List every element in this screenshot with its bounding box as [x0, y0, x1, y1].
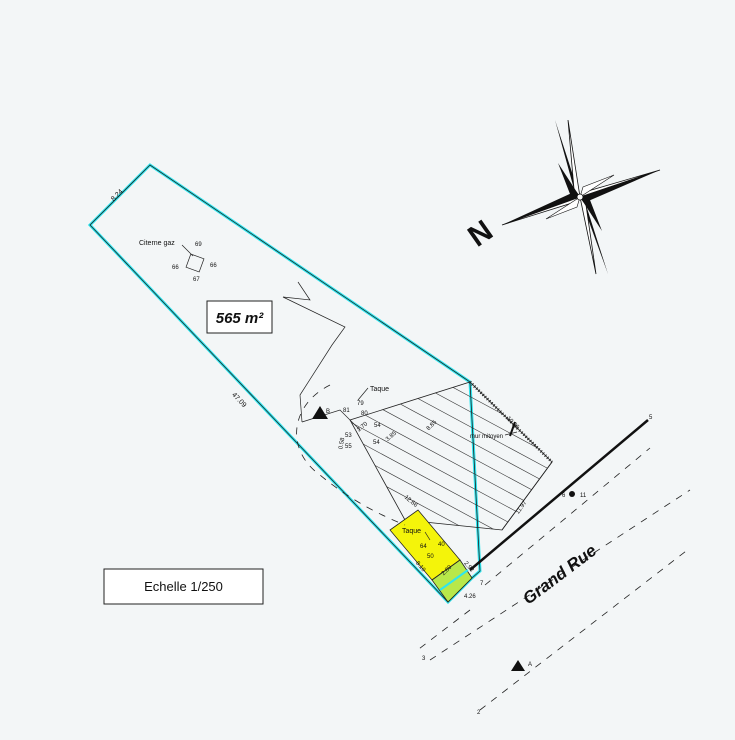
svg-text:2: 2	[477, 710, 481, 716]
scale-box	[103, 568, 264, 605]
svg-text:66: 66	[210, 263, 217, 269]
svg-text:11: 11	[580, 493, 587, 499]
svg-text:12.66: 12.66	[403, 495, 419, 510]
svg-text:67: 67	[193, 277, 200, 283]
point-b-marker: B	[312, 406, 330, 419]
gas-tank: Citerne gaz 69 66 66 67	[139, 240, 217, 283]
svg-text:80: 80	[361, 411, 368, 417]
scale-label: Echelle 1/250	[144, 579, 223, 594]
svg-text:mur mitoyen: mur mitoyen	[470, 434, 503, 440]
svg-text:50: 50	[427, 554, 434, 560]
svg-text:6: 6	[562, 493, 566, 499]
svg-text:64: 64	[420, 544, 427, 550]
svg-text:0.58: 0.58	[338, 437, 346, 450]
dashed-arc	[296, 384, 406, 526]
svg-text:Taque: Taque	[370, 386, 389, 393]
svg-text:55: 55	[345, 444, 352, 450]
svg-text:47.09: 47.09	[230, 392, 247, 410]
point-a-marker: A	[511, 660, 532, 671]
svg-text:8.85: 8.85	[426, 419, 439, 432]
svg-text:3: 3	[422, 656, 426, 662]
north-letter: N	[462, 214, 499, 253]
hatched-building	[349, 380, 554, 531]
svg-text:Taque: Taque	[402, 528, 421, 535]
svg-text:B: B	[326, 409, 330, 415]
area-value: 565 m²	[216, 310, 265, 327]
svg-text:40: 40	[438, 542, 445, 548]
internal-path	[282, 296, 346, 423]
svg-text:A: A	[528, 662, 532, 668]
svg-text:11.97: 11.97	[515, 500, 529, 516]
point-numbers: 79 81 80 54 53 55 54 64 40 50 7 5 6 11 3…	[343, 401, 653, 716]
svg-text:53: 53	[345, 433, 352, 439]
svg-text:81: 81	[343, 408, 350, 414]
svg-text:4.26: 4.26	[464, 594, 476, 600]
svg-text:Citerne gaz: Citerne gaz	[139, 240, 175, 247]
svg-text:5: 5	[649, 415, 653, 421]
compass-rose-icon	[501, 119, 661, 275]
svg-text:66: 66	[172, 265, 179, 271]
svg-text:54: 54	[373, 440, 380, 446]
svg-text:54: 54	[374, 423, 381, 429]
road	[414, 419, 691, 711]
svg-text:7: 7	[480, 581, 484, 587]
area-box	[206, 300, 273, 334]
svg-text:79: 79	[357, 401, 364, 407]
street-label: Grand Rue	[519, 541, 600, 608]
svg-text:69: 69	[195, 242, 202, 248]
